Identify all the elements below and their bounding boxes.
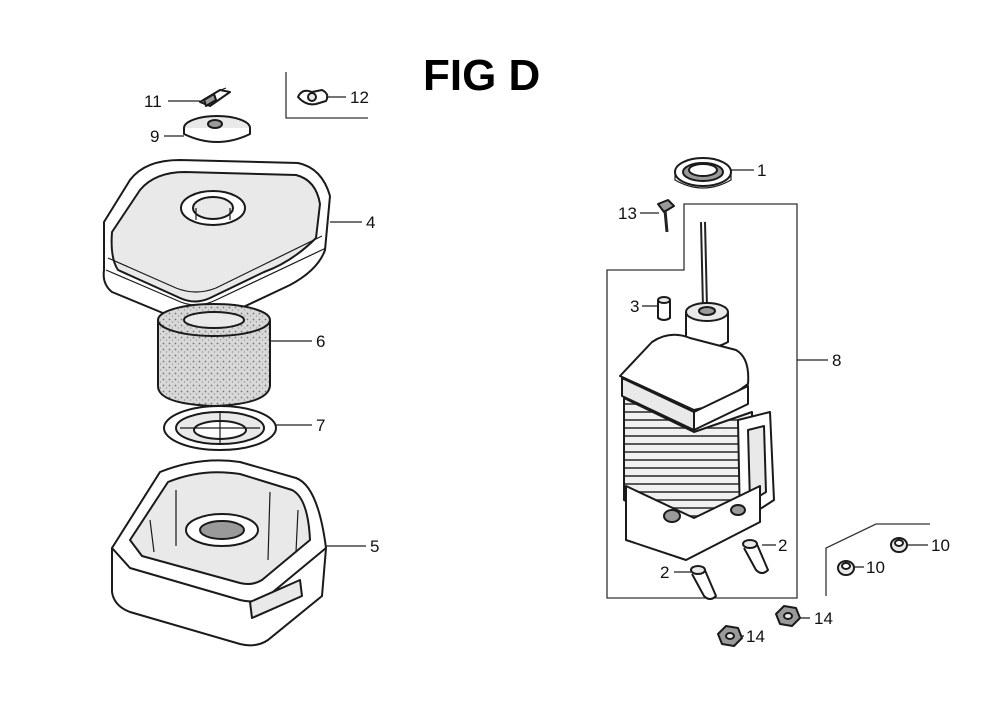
part-13-bolt <box>657 199 675 233</box>
callout-6: 6 <box>316 332 325 351</box>
part-4-air-cleaner-cover <box>102 159 331 324</box>
part-6-foam-element <box>157 303 271 407</box>
callout-10b: 10 <box>866 558 885 577</box>
part-2-pin-lower <box>690 565 717 600</box>
callout-7: 7 <box>316 416 325 435</box>
callout-9: 9 <box>150 127 159 146</box>
callout-10a: 10 <box>931 536 950 555</box>
part-2-pin-upper <box>742 539 769 574</box>
part-7-element-grid <box>163 405 277 451</box>
part-10-nut-lower <box>837 560 855 576</box>
part-3-dowel-pin <box>657 296 671 321</box>
callout-11: 11 <box>144 92 162 111</box>
part-12-wing-nut <box>297 89 329 106</box>
figure-title: FIG D <box>423 51 540 100</box>
part-9-cover-cap <box>183 115 251 143</box>
callout-3: 3 <box>630 297 639 316</box>
bracket-12 <box>285 72 368 119</box>
part-10-nut-upper <box>890 537 908 553</box>
part-11-wing-bolt <box>199 87 231 107</box>
bracket-8 <box>606 203 798 599</box>
part-14-nut-left <box>717 625 743 647</box>
callout-12: 12 <box>350 88 369 107</box>
cylinder-body <box>619 221 775 561</box>
callout-4: 4 <box>366 213 375 232</box>
part-14-nut-right <box>775 605 801 627</box>
bracket-10 <box>825 523 930 596</box>
callout-13: 13 <box>618 204 637 223</box>
part-5-air-cleaner-case <box>111 459 327 647</box>
callout-5: 5 <box>370 537 379 556</box>
callout-14a: 14 <box>814 609 833 628</box>
callout-8: 8 <box>832 351 841 370</box>
callout-14b: 14 <box>746 627 765 646</box>
part-1-oil-seal <box>674 157 732 189</box>
callout-2b: 2 <box>660 563 669 582</box>
callout-2a: 2 <box>778 536 787 555</box>
callout-1: 1 <box>757 161 766 180</box>
